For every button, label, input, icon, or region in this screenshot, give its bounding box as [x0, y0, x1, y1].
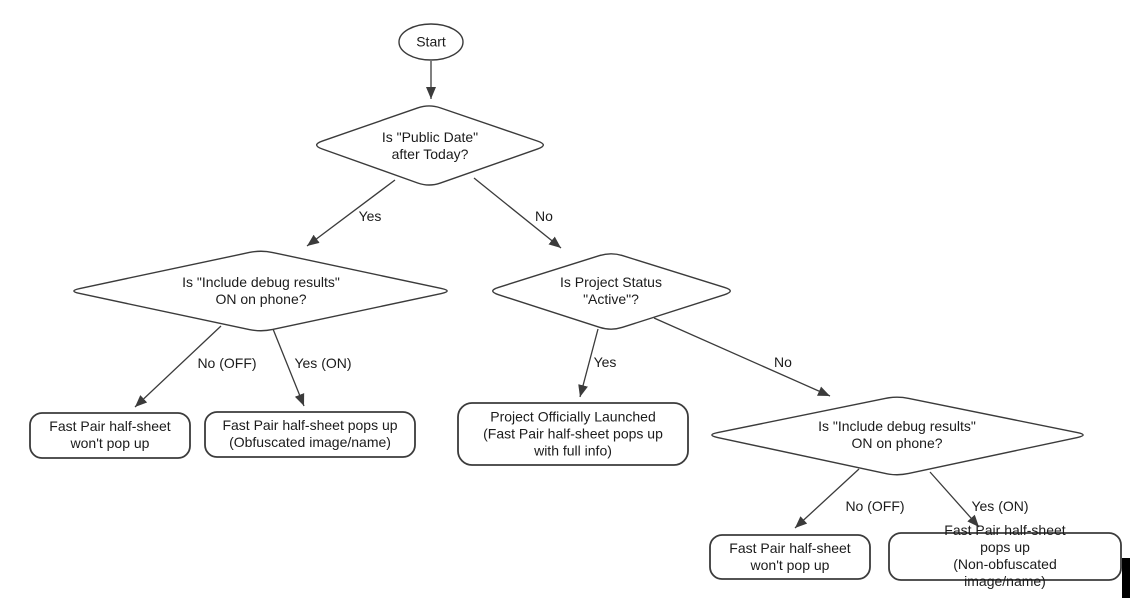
- edge-label-d1-yes: Yes: [358, 208, 382, 224]
- outcome-launched-label: Project Officially Launched (Fast Pair h…: [483, 408, 663, 459]
- decision-public-date-shape: [315, 105, 545, 186]
- outcome-obfuscated-label: Fast Pair half-sheet pops up (Obfuscated…: [222, 417, 398, 450]
- edge-project-status-yes: [578, 328, 599, 398]
- edge-project-status-no: [653, 317, 831, 397]
- decision-project-status-shape: [492, 253, 731, 330]
- outcome-launched-shape: [457, 402, 689, 466]
- decision-public-date-label: Is "Public Date" after Today?: [381, 129, 479, 162]
- outcome-non-obfuscated-label: Fast Pair half-sheet pops up (Non-obfusc…: [944, 522, 1066, 589]
- text-cursor-bar: [1122, 558, 1130, 598]
- edge-debug-right-no: [794, 468, 860, 529]
- edge-public-date-no: [473, 177, 562, 249]
- outcome-wont-popup-left-label: Fast Pair half-sheet won't pop up: [49, 418, 171, 451]
- decision-project-status-label: Is Project Status "Active"?: [560, 274, 662, 307]
- edge-label-d2-no: No (OFF): [197, 355, 257, 371]
- edge-debug-right-yes: [929, 471, 980, 528]
- decision-debug-right-shape: [711, 396, 1084, 476]
- edge-label-d4-no: No (OFF): [845, 498, 905, 514]
- start-node: [398, 23, 464, 61]
- edge-label-d1-no: No: [535, 208, 553, 224]
- decision-debug-right-label: Is "Include debug results" ON on phone?: [818, 418, 976, 451]
- outcome-wont-popup-right-shape: [709, 534, 871, 580]
- edge-debug-left-yes: [272, 328, 305, 407]
- edge-public-date-yes: [306, 179, 396, 247]
- outcome-wont-popup-left-shape: [29, 412, 191, 459]
- decision-debug-left-shape: [73, 250, 448, 332]
- edge-label-d3-yes: Yes: [593, 354, 617, 370]
- edge-label-d4-yes: Yes (ON): [971, 498, 1029, 514]
- outcome-obfuscated-shape: [204, 411, 416, 458]
- edge-debug-left-no: [134, 325, 222, 408]
- edge-label-d2-yes: Yes (ON): [294, 355, 352, 371]
- outcome-wont-popup-right-label: Fast Pair half-sheet won't pop up: [729, 540, 851, 573]
- decision-debug-left-label: Is "Include debug results" ON on phone?: [182, 274, 340, 307]
- outcome-non-obfuscated-shape: [888, 532, 1122, 581]
- edge-label-d3-no: No: [774, 354, 792, 370]
- start-label: Start: [416, 33, 446, 50]
